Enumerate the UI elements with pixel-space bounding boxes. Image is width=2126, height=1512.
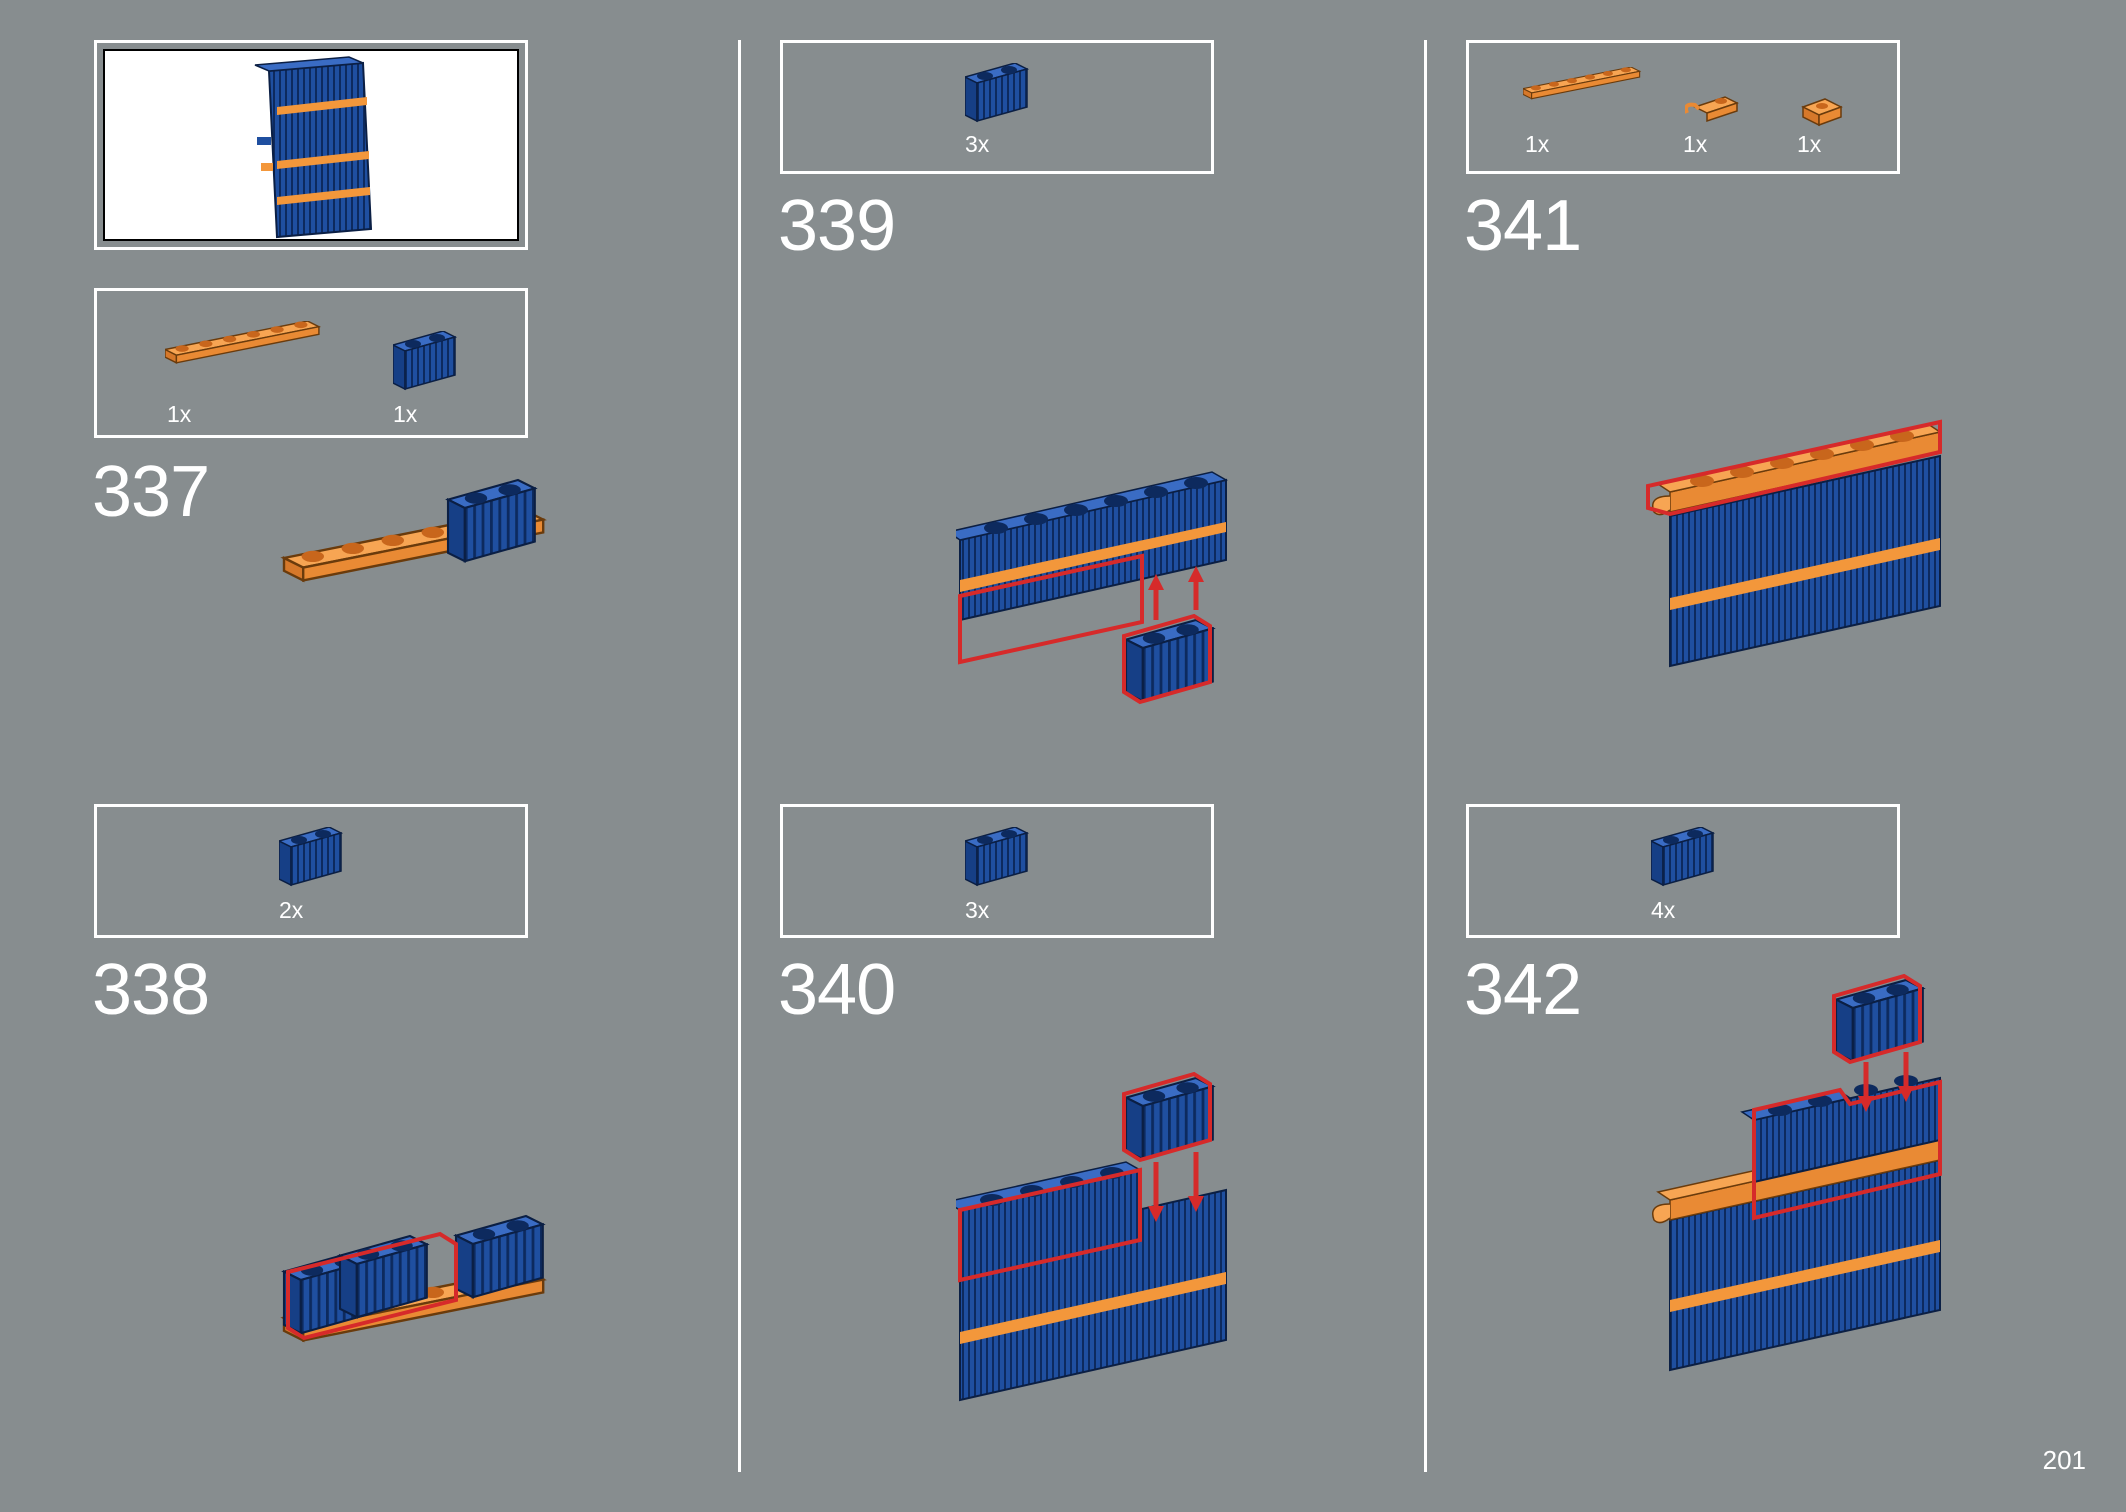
blue-brick-1x2-icon [279,827,342,886]
blue-brick-1x2-icon [965,63,1028,122]
blue-brick-1x2-icon [393,331,456,390]
assembly-overview-image [254,56,373,239]
parts-callout-342: 4x [1466,804,1900,938]
blue-brick-1x2-icon [1651,827,1714,886]
blue-brick-1x2-icon [965,827,1028,886]
step-number: 337 [92,452,210,532]
part-qty: 4x [1651,897,1676,923]
part-qty: 3x [965,897,990,923]
part-qty: 1x [1797,131,1822,157]
part-qty: 1x [1525,131,1550,157]
part-qty: 1x [1683,131,1708,157]
step-number: 341 [1464,186,1582,266]
step-341-illustration [1646,419,1942,668]
part-qty: 1x [393,401,418,427]
part-qty: 3x [965,131,990,157]
step-number: 340 [778,950,896,1030]
step-338-illustration [282,1214,545,1342]
column-divider-2 [1424,40,1427,1472]
parts-callout-337: 1x 1x [94,288,528,438]
overview-thumbnail [94,40,528,250]
orange-plate-1x1-icon [1801,98,1843,127]
parts-callout-339: 3x [780,40,1214,174]
page-number: 201 [2042,1445,2086,1475]
step-number: 338 [92,950,210,1030]
step-339-illustration [956,471,1229,705]
column-divider-1 [738,40,741,1472]
step-340-illustration [956,1071,1227,1402]
step-number: 339 [778,186,896,266]
step-number: 342 [1464,950,1582,1030]
orange-plate-1x6-icon [165,321,320,364]
part-qty: 1x [167,401,192,427]
parts-callout-341: 1x 1x 1x [1466,40,1900,174]
step-342-illustration [1652,973,1942,1372]
step-337-illustration [282,478,545,582]
parts-callout-338: 2x [94,804,528,938]
part-qty: 2x [279,897,304,923]
orange-plate-clip-icon [1685,96,1739,123]
orange-plate-1x4-icon [1523,67,1641,100]
parts-callout-340: 3x [780,804,1214,938]
